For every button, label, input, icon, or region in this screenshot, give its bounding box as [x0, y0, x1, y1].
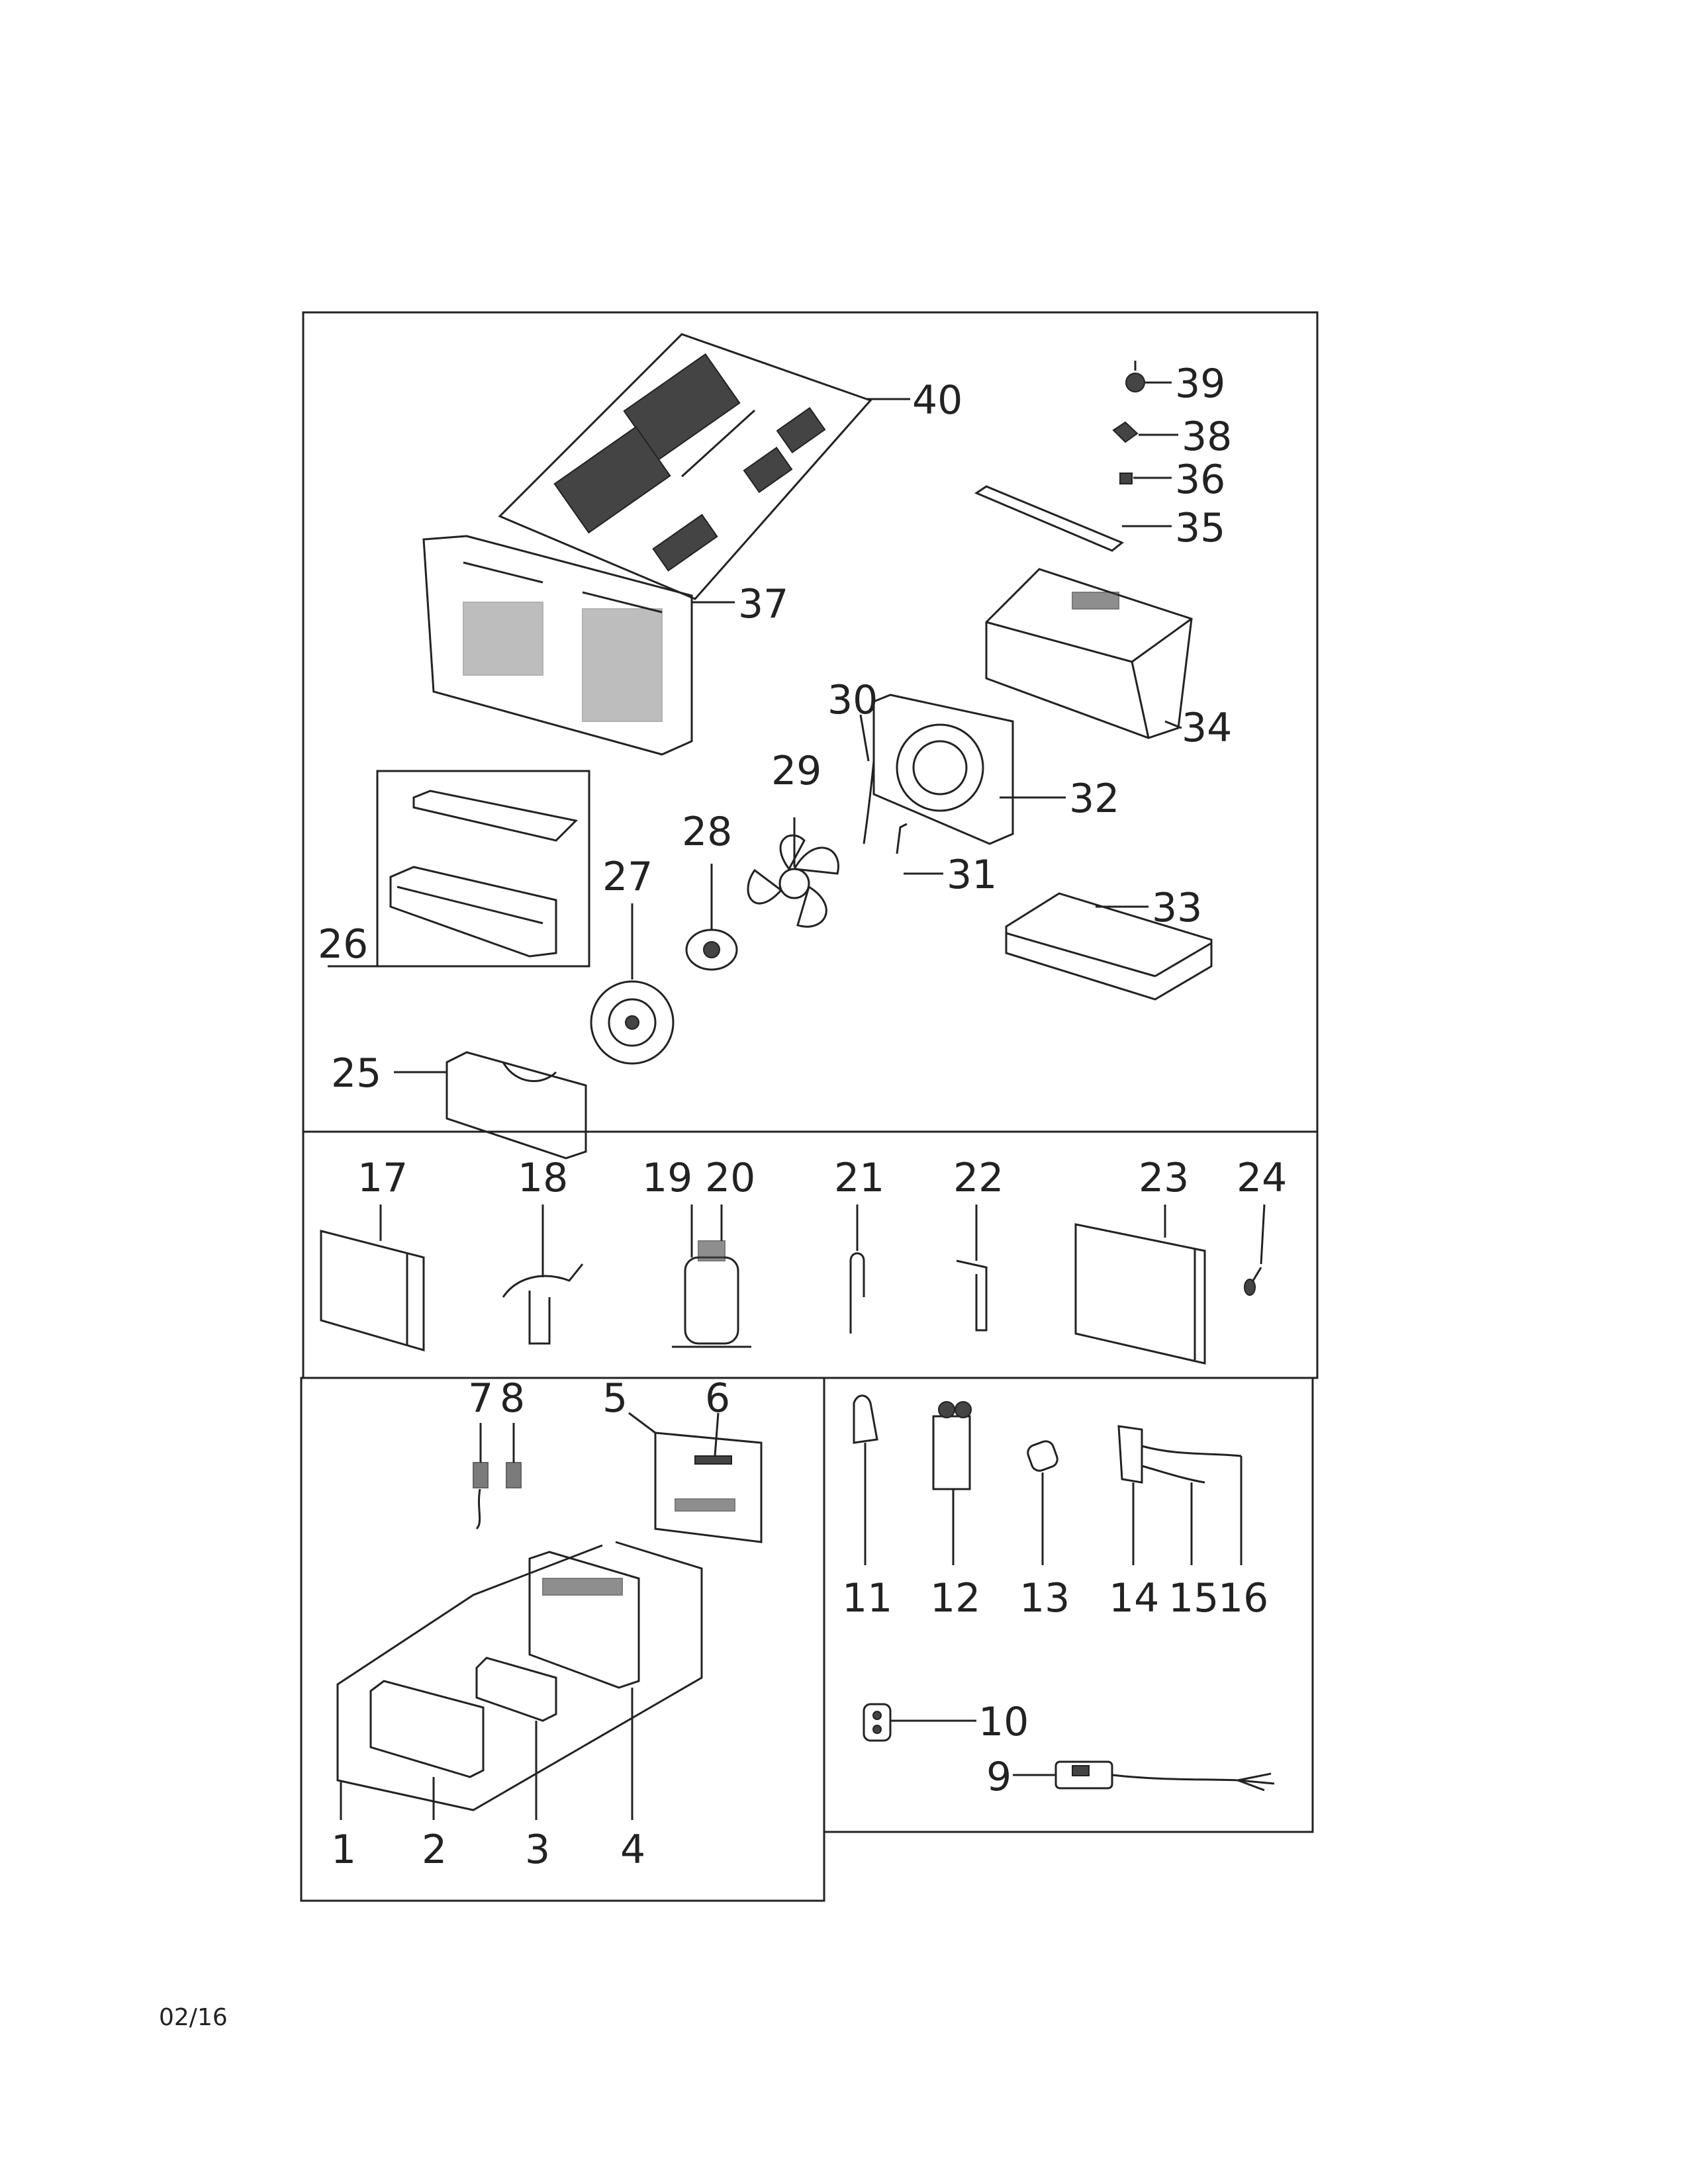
part-label-33: 33 — [1152, 885, 1202, 931]
part-label-20: 20 — [705, 1155, 755, 1201]
relay-part — [853, 1394, 878, 1444]
part-label-13: 13 — [1019, 1575, 1070, 1621]
part-label-18: 18 — [518, 1155, 568, 1201]
part-label-6: 6 — [705, 1375, 730, 1422]
diagram-frames — [300, 311, 1319, 1902]
part-label-7: 7 — [468, 1375, 493, 1422]
part-label-29: 29 — [771, 748, 821, 794]
compressor-part — [672, 1240, 751, 1348]
part-label-14: 14 — [1109, 1575, 1159, 1621]
part-label-36: 36 — [1175, 457, 1225, 503]
part-label-5: 5 — [602, 1375, 628, 1422]
part-label-1: 1 — [331, 1827, 356, 1873]
cabinet-part — [985, 568, 1193, 739]
part-label-17: 17 — [357, 1155, 408, 1201]
sensor-part — [1244, 1267, 1262, 1296]
part-label-22: 22 — [953, 1155, 1004, 1201]
front-grille-part — [422, 535, 693, 756]
pipe-assembly-part — [502, 1263, 584, 1345]
part-label-25: 25 — [331, 1050, 381, 1097]
base-pan-part — [1005, 892, 1213, 1001]
fan-shroud-part — [872, 694, 1014, 845]
pipe-30-part — [863, 760, 875, 844]
power-cord-part — [1055, 1760, 1275, 1792]
part-label-11: 11 — [842, 1575, 892, 1621]
control-panel-part — [528, 1551, 640, 1689]
part-label-30: 30 — [827, 677, 878, 723]
part-label-37: 37 — [738, 581, 788, 627]
part-label-15: 15 — [1168, 1575, 1219, 1621]
part-label-35: 35 — [1175, 505, 1225, 551]
axial-fan-blade-part — [747, 834, 839, 928]
condenser-coil-part — [1074, 1223, 1206, 1365]
frame-bottom-right-section — [823, 1377, 1314, 1833]
part-label-31: 31 — [947, 852, 997, 898]
part-label-19: 19 — [642, 1155, 692, 1201]
part-label-32: 32 — [1069, 776, 1119, 822]
selector-switch-part — [932, 1401, 972, 1490]
part-label-28: 28 — [682, 809, 732, 855]
part-label-23: 23 — [1139, 1155, 1189, 1201]
small-clip-part — [1119, 473, 1133, 484]
front-panel-assembly — [336, 1541, 703, 1811]
air-filter-part — [475, 1657, 557, 1722]
frame-bottom-left-section — [300, 1377, 825, 1902]
front-panel-part — [369, 1680, 485, 1778]
drain-pan-part — [445, 1051, 587, 1160]
part-label-3: 3 — [525, 1827, 550, 1873]
part-label-21: 21 — [834, 1155, 884, 1201]
capacitor-part — [1027, 1440, 1058, 1472]
knob-part — [1125, 361, 1145, 392]
switch-parts — [473, 1462, 522, 1530]
capillary-tube-22-part — [956, 1259, 988, 1332]
part-label-38: 38 — [1182, 414, 1232, 460]
part-label-4: 4 — [620, 1827, 645, 1873]
clip-part — [1112, 421, 1139, 443]
part-label-9: 9 — [986, 1754, 1011, 1800]
part-label-2: 2 — [422, 1827, 447, 1873]
blower-wheel-part — [590, 980, 675, 1065]
part-label-39: 39 — [1175, 361, 1225, 407]
part-label-10: 10 — [978, 1699, 1029, 1745]
pipe-31-part — [896, 823, 908, 854]
part-label-26: 26 — [318, 921, 368, 968]
part-label-12: 12 — [930, 1575, 980, 1621]
bracket-rail-part — [974, 485, 1124, 552]
part-label-34: 34 — [1182, 705, 1232, 751]
control-board-part — [654, 1432, 763, 1543]
decal-sheet-part — [498, 333, 872, 600]
scroll-housing-part — [376, 770, 590, 968]
part-label-40: 40 — [912, 377, 962, 424]
strain-relief-part — [863, 1703, 892, 1742]
capillary-tube-21-part — [849, 1252, 865, 1334]
page-date-code: 02/16 — [159, 2004, 228, 2031]
part-label-27: 27 — [602, 854, 653, 900]
evaporator-coil-part — [320, 1230, 425, 1351]
part-label-24: 24 — [1237, 1155, 1287, 1201]
fan-motor-part — [685, 929, 738, 971]
part-label-8: 8 — [500, 1375, 525, 1422]
part-label-16: 16 — [1218, 1575, 1268, 1621]
wiring-harness-part — [1117, 1425, 1242, 1484]
